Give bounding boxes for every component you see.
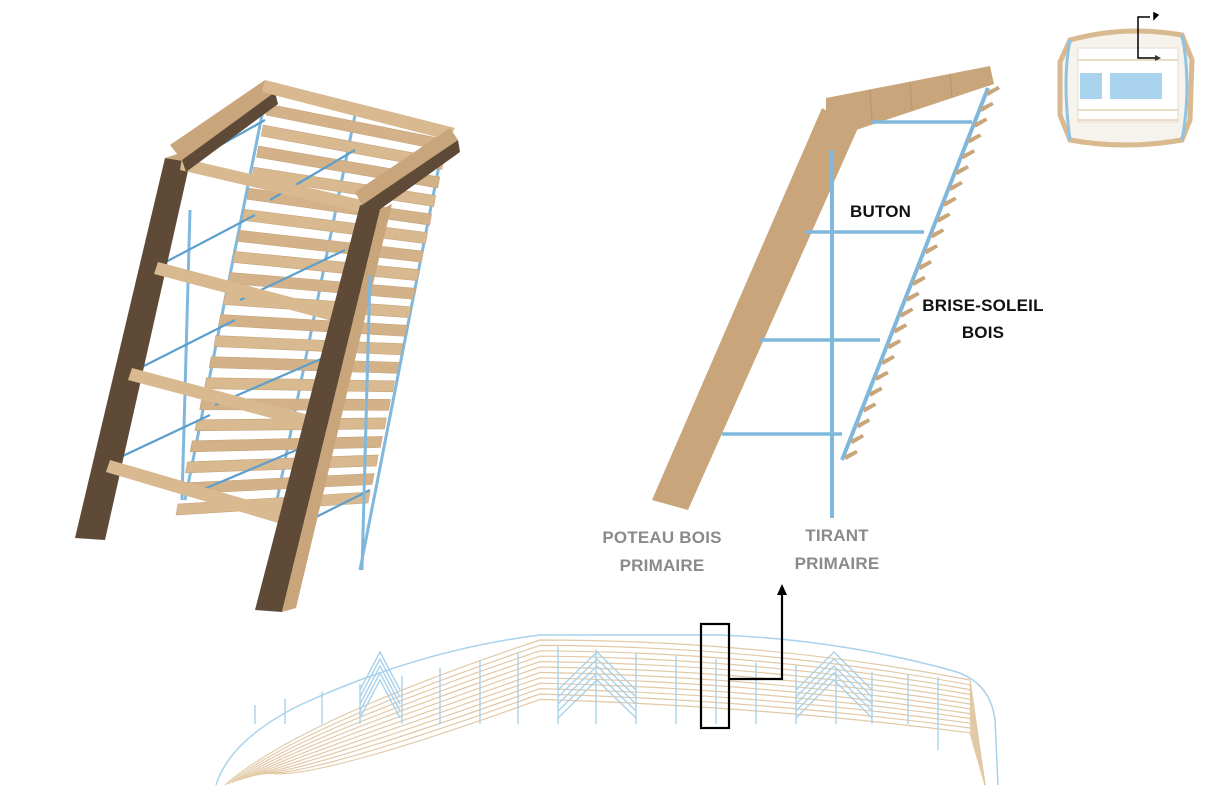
elevation-brace — [795, 658, 873, 698]
brise-soleil-fin — [986, 86, 1000, 96]
brise-soleil-fin — [918, 260, 933, 271]
callout-line — [729, 592, 784, 681]
elevation-wood-line — [231, 650, 986, 786]
brise-soleil-fin — [874, 370, 889, 381]
brise-soleil-fin — [961, 149, 976, 160]
primary-wood-post — [652, 108, 858, 510]
elevation-brace — [795, 672, 873, 712]
struts — [722, 120, 972, 436]
cross-beams — [106, 158, 362, 528]
elevation-brace — [359, 678, 401, 719]
brise-soleil-fin — [979, 101, 994, 112]
elevation-brace — [557, 658, 637, 698]
brise-soleil-fin — [911, 275, 926, 286]
elevation-brace — [359, 657, 401, 698]
brise-soleil-fin — [924, 244, 939, 255]
detail-highlight-box — [699, 622, 731, 730]
section-view: BUTON BRISE-SOLEIL BOIS POTEAU BOIS PRIM… — [602, 66, 1044, 575]
section-arrow-icon — [1137, 11, 1161, 61]
brise-soleil-fin — [936, 212, 951, 223]
elevation-wood-line — [224, 639, 986, 786]
elevation-wood-line — [250, 677, 986, 786]
brise-soleil-fin — [893, 323, 908, 334]
elevation-wood-line — [260, 693, 986, 786]
elevation-wood-lines — [224, 639, 986, 786]
brise-soleil-fin — [948, 180, 963, 191]
roof-beam-joints — [869, 73, 953, 121]
brise-soleil-fin — [868, 386, 883, 397]
elevation-brace — [359, 664, 401, 705]
brise-soleil-fin — [887, 339, 902, 350]
roof-beam — [826, 66, 994, 130]
wood-slat — [260, 124, 445, 170]
front-tie-rod — [360, 274, 372, 571]
brise-soleil-fin — [955, 165, 970, 176]
label-buton: BUTON — [850, 202, 911, 221]
elevation-wood-line — [246, 671, 986, 786]
outer-rail — [840, 87, 990, 461]
brise-soleil-fin — [862, 402, 877, 413]
label-poteau-2: PRIMAIRE — [620, 556, 705, 575]
brise-soleil-fin — [973, 117, 988, 128]
elevation-brace — [557, 672, 637, 712]
label-brise-soleil-2: BOIS — [962, 323, 1004, 342]
label-tirant-1: TIRANT — [805, 526, 869, 545]
elevation-brace — [795, 679, 873, 719]
elevation-brace — [557, 651, 637, 691]
label-poteau-1: POTEAU BOIS — [602, 528, 721, 547]
brise-soleil-fin — [905, 291, 920, 302]
brise-soleil-fin — [850, 434, 865, 445]
brise-soleil-fin — [881, 355, 896, 366]
label-tirant-2: PRIMAIRE — [795, 554, 880, 573]
brise-soleil-fin — [967, 133, 982, 144]
elevation-wood-line — [257, 687, 986, 786]
top-frame — [170, 80, 460, 218]
elevation-steel-lines — [254, 646, 939, 750]
arrow-up-icon — [777, 584, 787, 595]
brise-soleil-fins — [844, 86, 1000, 460]
elevation-wood-line — [228, 644, 986, 786]
elevation-brace — [557, 679, 637, 719]
elevation-wood-line — [239, 660, 986, 786]
wood-slat — [189, 436, 383, 453]
right-column — [255, 204, 392, 612]
elevation-wood-line — [242, 666, 986, 786]
brise-soleil-fin — [856, 418, 871, 429]
elevation-brace — [557, 665, 637, 705]
brise-soleil-fin — [899, 307, 914, 318]
isometric-module — [75, 80, 460, 612]
elevation-brace — [795, 665, 873, 705]
elevation-view — [215, 584, 999, 786]
key-plan — [1057, 11, 1195, 148]
elevation-wood-line — [253, 682, 986, 786]
label-brise-soleil-1: BRISE-SOLEIL — [922, 296, 1043, 315]
brise-soleil-fin — [930, 228, 945, 239]
elevation-brace — [795, 651, 873, 691]
key-plan-grid — [1078, 59, 1178, 121]
brise-soleil-fin — [844, 450, 858, 460]
brise-soleil-fin — [942, 196, 957, 207]
elevation-wood-line — [264, 698, 986, 786]
